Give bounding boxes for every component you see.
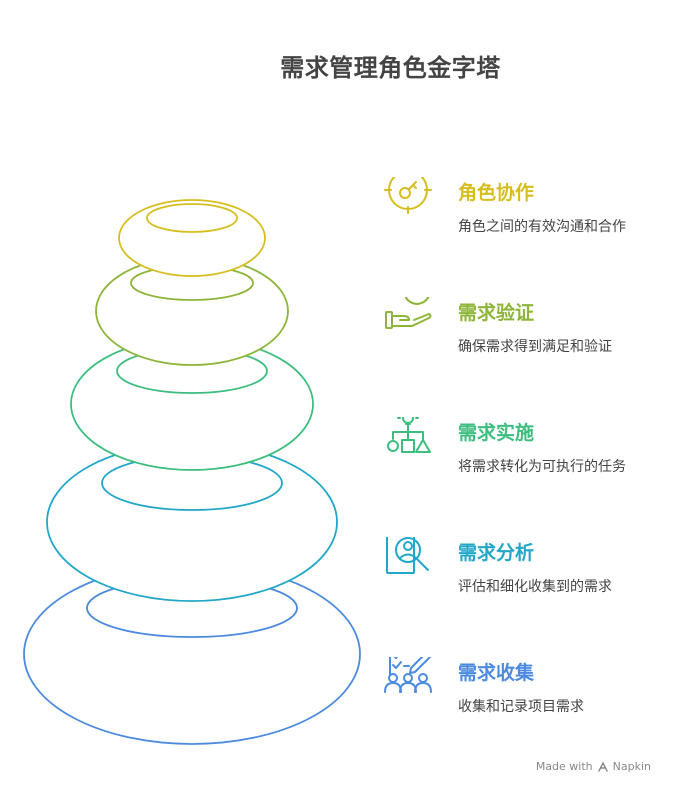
layer-item-implementation: 需求实施 将需求转化为可执行的任务: [382, 417, 667, 508]
layer-description: 评估和细化收集到的需求: [458, 579, 612, 595]
layer-description: 角色之间的有效沟通和合作: [458, 219, 626, 235]
layer-item-collection: 需求收集 收集和记录项目需求: [382, 657, 667, 748]
layer-label: 需求分析: [458, 542, 535, 564]
pyramid-ring-outer-1: [118, 199, 266, 277]
layer-label: 需求实施: [458, 422, 535, 444]
checklist-people-icon: [384, 657, 432, 693]
layer-item-analysis: 需求分析 评估和细化收集到的需求: [382, 537, 667, 628]
lightbulb-flowchart-icon: [387, 417, 431, 453]
layer-description: 确保需求得到满足和验证: [458, 339, 612, 355]
hand-bowl-icon: [385, 297, 432, 329]
page-title: 需求管理角色金字塔: [280, 54, 501, 82]
key-target-icon: [384, 177, 432, 214]
pyramid-ring-hole-1: [146, 203, 238, 233]
layer-label: 需求验证: [458, 302, 535, 324]
layer-item-validation: 需求验证 确保需求得到满足和验证: [382, 297, 667, 388]
layer-description: 将需求转化为可执行的任务: [458, 459, 626, 475]
layer-item-collaboration: 角色协作 角色之间的有效沟通和合作: [382, 177, 667, 268]
layer-label: 角色协作: [458, 182, 535, 204]
made-with-label: Made with: [535, 760, 593, 773]
made-with-napkin: Made with Napkin: [536, 760, 651, 773]
document-magnifier-icon: [386, 537, 429, 574]
napkin-logo-icon: [597, 760, 608, 772]
brand-label: Napkin: [612, 760, 651, 773]
layer-label: 需求收集: [458, 662, 535, 684]
layer-description: 收集和记录项目需求: [458, 699, 584, 715]
